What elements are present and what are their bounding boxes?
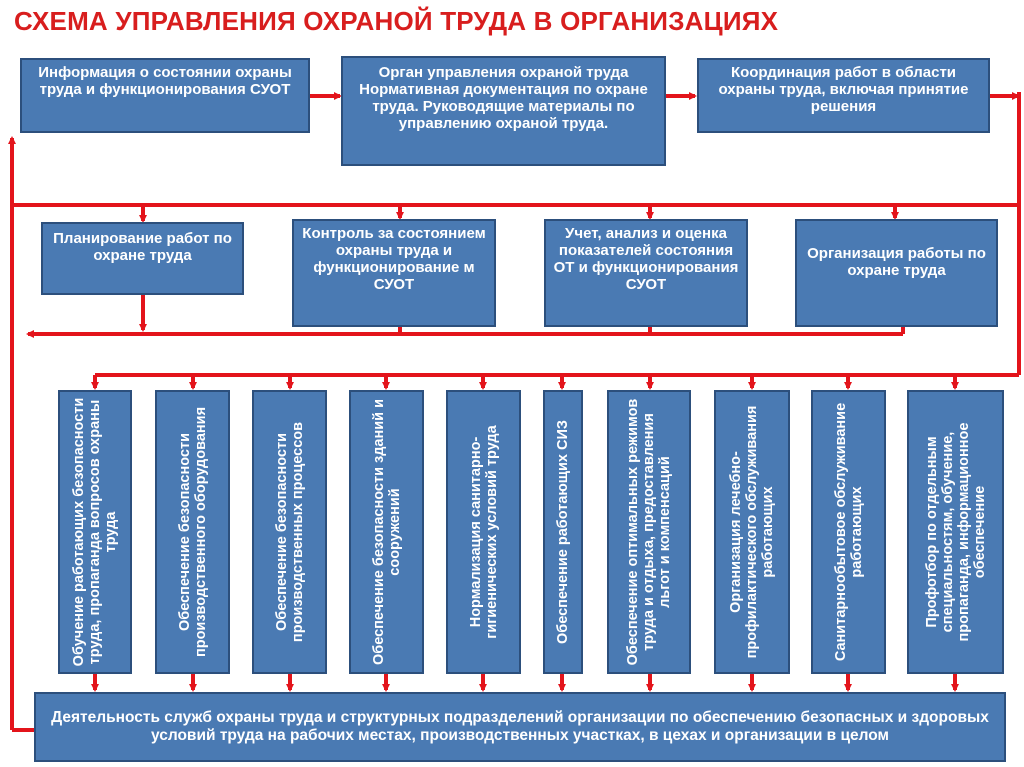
management-body-box: Орган управления охраной труда Нормативн… xyxy=(341,56,666,166)
info-box: Информация о состоянии охраны труда и фу… xyxy=(20,58,310,133)
planning-box-text: Планирование работ по охране труда xyxy=(53,230,232,264)
vertical-box-building-safety-text: Обеспечение безопасности зданий и сооруж… xyxy=(370,398,403,666)
planning-box: Планирование работ по охране труда xyxy=(41,222,244,295)
control-box: Контроль за состоянием охраны труда и фу… xyxy=(292,219,496,327)
vertical-box-professional-selection: Профотбор по отдельным специальностям, о… xyxy=(907,390,1004,674)
control-box-text: Контроль за состоянием охраны труда и фу… xyxy=(302,225,486,293)
vertical-box-professional-selection-text: Профотбор по отдельным специальностям, о… xyxy=(923,422,988,642)
vertical-box-building-safety: Обеспечение безопасности зданий и сооруж… xyxy=(349,390,424,674)
coordination-box: Координация работ в области охраны труда… xyxy=(697,58,990,133)
vertical-box-work-rest-regimes-text: Обеспечение оптимальных режимов труда и … xyxy=(625,398,673,666)
organization-box-text: Организация работы по охране труда xyxy=(807,245,986,279)
vertical-box-medical-service-text: Организация лечебно-профилактического об… xyxy=(728,405,776,659)
vertical-box-ppe-text: Обеспечение работающих СИЗ xyxy=(555,419,571,645)
management-body-text: Орган управления охраной труда Нормативн… xyxy=(359,64,648,132)
vertical-box-sanitary-conditions: Нормализация санитарно-гигиенических усл… xyxy=(446,390,521,674)
vertical-box-training: Обучение работающих безопасности труда, … xyxy=(58,390,132,674)
vertical-box-medical-service: Организация лечебно-профилактического об… xyxy=(714,390,790,674)
page-title: СХЕМА УПРАВЛЕНИЯ ОХРАНОЙ ТРУДА В ОРГАНИЗ… xyxy=(14,6,779,36)
vertical-box-ppe: Обеспечение работающих СИЗ xyxy=(543,390,583,674)
accounting-box-text: Учет, анализ и оценка показателей состоя… xyxy=(553,225,739,293)
vertical-box-process-safety-text: Обеспечение безопасности производственны… xyxy=(273,421,306,643)
vertical-box-household-service: Санитарнообытовое обслуживание работающи… xyxy=(811,390,886,674)
accounting-box: Учет, анализ и оценка показателей состоя… xyxy=(544,219,748,327)
info-box-text: Информация о состоянии охраны труда и фу… xyxy=(38,64,292,98)
vertical-box-household-service-text: Санитарнообытовое обслуживание работающи… xyxy=(832,402,865,662)
vertical-box-training-text: Обучение работающих безопасности труда, … xyxy=(71,397,119,667)
vertical-box-equipment-safety: Обеспечение безопасности производственно… xyxy=(155,390,230,674)
vertical-box-process-safety: Обеспечение безопасности производственны… xyxy=(252,390,327,674)
coordination-box-text: Координация работ в области охраны труда… xyxy=(718,64,969,115)
bottom-activity-box: Деятельность служб охраны труда и структ… xyxy=(34,692,1006,762)
vertical-box-equipment-safety-text: Обеспечение безопасности производственно… xyxy=(176,406,209,658)
vertical-box-sanitary-conditions-text: Нормализация санитарно-гигиенических усл… xyxy=(467,425,500,639)
vertical-box-work-rest-regimes: Обеспечение оптимальных режимов труда и … xyxy=(607,390,691,674)
organization-box: Организация работы по охране труда xyxy=(795,219,998,327)
bottom-activity-text: Деятельность служб охраны труда и структ… xyxy=(51,709,989,744)
